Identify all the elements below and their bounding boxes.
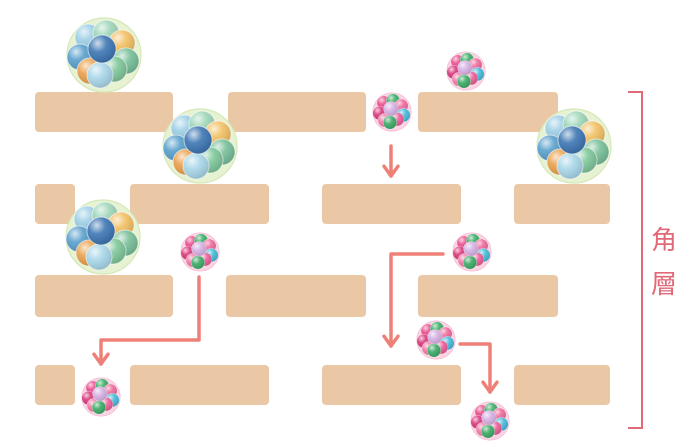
cell-block [35, 365, 75, 405]
cell-block [35, 184, 75, 224]
arrow [458, 342, 499, 394]
large-particle-cluster [536, 108, 612, 184]
large-particle-cluster [65, 199, 141, 275]
small-particle-cluster [416, 320, 456, 360]
large-particle-cluster [162, 108, 238, 184]
stratum-corneum-label-line2: 層 [651, 270, 678, 300]
stratum-corneum-label-line1: 角 [651, 226, 678, 256]
cell-block [514, 184, 610, 224]
stratum-corneum-bracket [628, 91, 643, 429]
cell-block [35, 92, 173, 132]
migration-arrows [92, 144, 499, 394]
arrow [92, 275, 201, 366]
arrow [382, 144, 400, 178]
cell-block [130, 365, 269, 405]
cell-block [418, 92, 558, 132]
corneocyte-cells [35, 92, 610, 405]
arrow [382, 252, 445, 348]
cell-block [514, 365, 610, 405]
particle-clusters [65, 17, 612, 441]
small-particle-cluster [446, 51, 486, 91]
small-particle-cluster [81, 377, 121, 417]
cell-block [322, 365, 461, 405]
small-particle-cluster [452, 232, 492, 272]
cell-block [418, 275, 558, 317]
small-particle-cluster [470, 401, 510, 441]
large-particle-cluster [66, 17, 142, 93]
small-particle-cluster [180, 232, 220, 272]
cell-block [35, 275, 173, 317]
small-particle-cluster [372, 92, 412, 132]
cell-block [226, 275, 366, 317]
cell-block [130, 184, 269, 224]
cell-block [228, 92, 366, 132]
cell-block [322, 184, 461, 224]
